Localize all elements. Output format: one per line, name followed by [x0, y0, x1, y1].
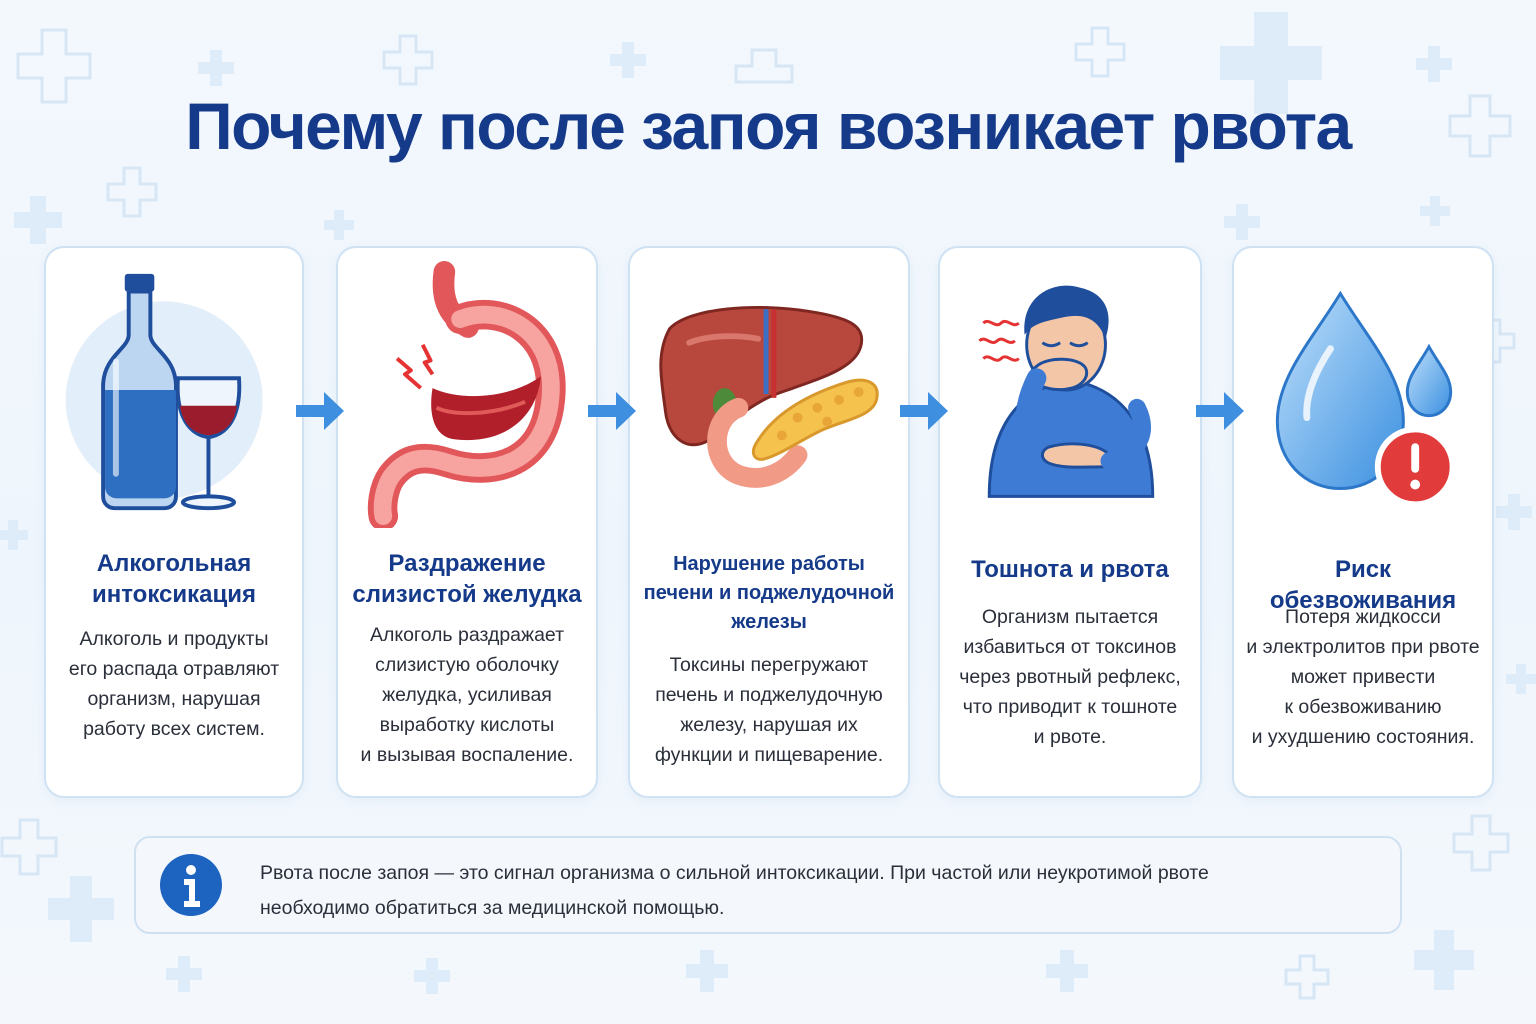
- step-description: Токсины перегружают печень и поджелудочн…: [654, 654, 884, 766]
- step-title: Нарушение работы печени и поджелудочной …: [643, 553, 895, 633]
- info-icon: [160, 854, 222, 916]
- step-description: Потеря жидкосси и электролитов при рвоте…: [1246, 606, 1480, 748]
- step-card-liver: Нарушение работы печени и поджелудочной …: [628, 246, 910, 798]
- info-note: Рвота после запоя — это сигнал организма…: [134, 836, 1402, 934]
- liver-pancreas-icon: [659, 305, 879, 488]
- step-title: Риск обезвоживания: [1269, 556, 1457, 614]
- arrow-right-icon: [588, 392, 636, 430]
- step-card-intoxication: Алкогольная интоксикация Алкоголь и прод…: [44, 246, 304, 798]
- step-description: Алкоголь и продукты его распада отравляю…: [68, 628, 280, 740]
- step-title: Тошнота и рвота: [971, 556, 1169, 583]
- step-title: Раздражение слизистой желудка: [352, 550, 582, 608]
- arrow-right-icon: [1196, 392, 1244, 430]
- nauseous-person-icon: [978, 285, 1155, 498]
- step-description: Алкоголь раздражает слизистую оболочку ж…: [360, 624, 574, 766]
- step-title: Алкогольная интоксикация: [91, 550, 256, 608]
- step-card-nausea: Тошнота и рвота Организм пытается избави…: [938, 246, 1202, 798]
- water-drop-warning-icon: [1275, 290, 1456, 508]
- info-text: Рвота после запоя — это сигнал организма…: [260, 862, 1209, 919]
- step-card-stomach: Раздражение слизистой желудка Алкоголь р…: [336, 246, 598, 798]
- arrow-right-icon: [296, 392, 344, 430]
- page-title: Почему после запоя возникает рвота: [185, 89, 1352, 163]
- alcohol-bottle-glass-icon: [65, 273, 263, 511]
- stomach-icon: [367, 261, 566, 528]
- step-description: Организм пытается избавиться от токсинов…: [959, 606, 1181, 748]
- step-card-dehydration: Риск обезвоживания Потеря жидкосси и эле…: [1232, 246, 1494, 798]
- arrow-right-icon: [900, 392, 948, 430]
